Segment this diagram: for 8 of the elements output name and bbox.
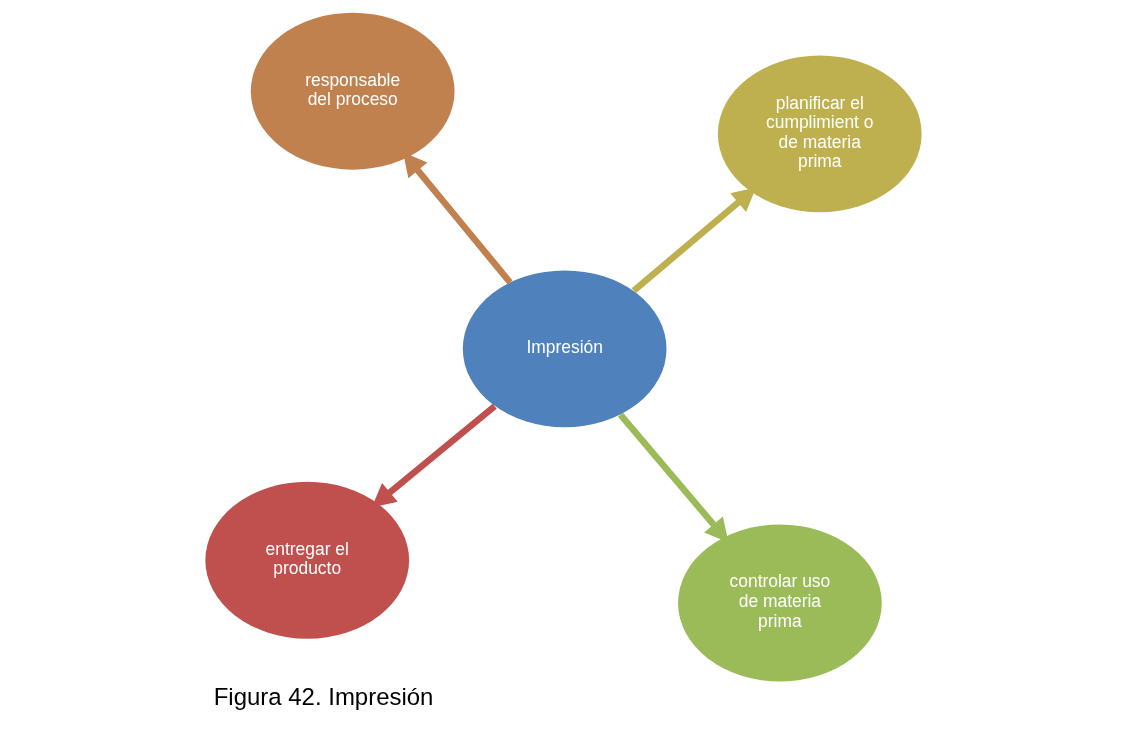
- arrow: [631, 187, 756, 294]
- node-ellipse: controlar uso de materia prima: [677, 524, 882, 682]
- node-ellipse: Impresión: [462, 270, 667, 428]
- arrow: [371, 403, 497, 508]
- node-ellipse: responsable del proceso: [250, 12, 455, 170]
- arrow: [402, 152, 513, 285]
- caption: Figura 42. Impresión: [213, 682, 433, 710]
- arrow: [617, 412, 729, 543]
